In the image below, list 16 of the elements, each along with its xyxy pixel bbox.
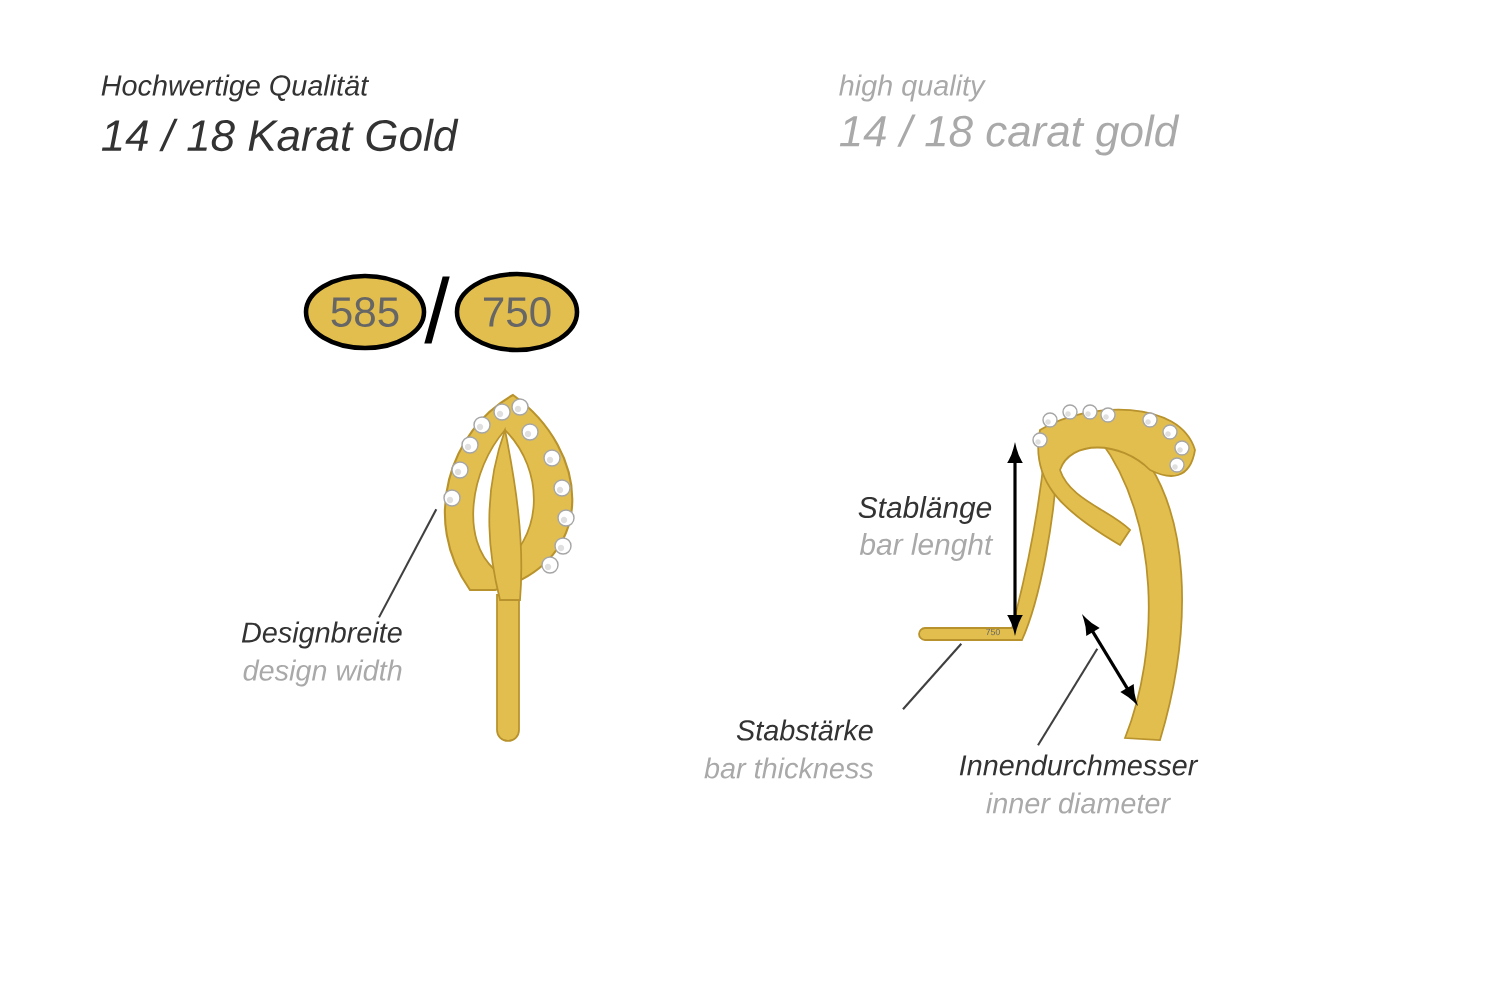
heading: Hochwertige Qualität xyxy=(101,74,370,102)
part-label: bar lenght xyxy=(859,533,994,561)
stamp-oval: 750 xyxy=(454,271,580,386)
heading: 14 / 18 carat gold xyxy=(839,114,1180,156)
part-label: Stablänge xyxy=(858,496,992,524)
leader-line xyxy=(1037,648,1099,746)
piercing-drawing xyxy=(443,393,575,742)
heading: 14 / 18 Karat Gold xyxy=(101,118,459,152)
leader-line xyxy=(902,643,963,710)
part-label: Innendurchmesser inner diameter xyxy=(959,754,1199,814)
heading: high quality xyxy=(839,74,986,102)
stamp-mark: 750 xyxy=(986,628,1000,636)
part-label: Designbreite design width xyxy=(241,621,402,687)
leader-line xyxy=(378,508,438,618)
slash: / xyxy=(424,276,450,344)
part-label: Stabstärke bar thickness xyxy=(704,719,874,779)
